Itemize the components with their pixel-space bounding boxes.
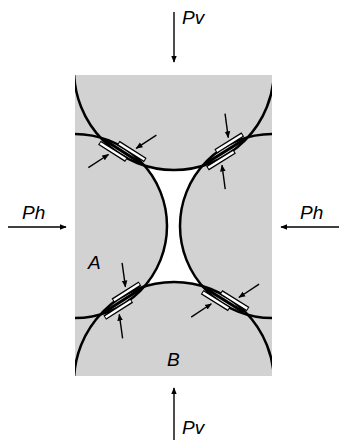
force-arrow xyxy=(191,304,211,317)
force-bar xyxy=(105,301,132,318)
load-label: Pv xyxy=(182,418,204,437)
load-label: Pv xyxy=(182,8,204,27)
force-bar xyxy=(208,152,233,168)
force-bar xyxy=(207,151,234,168)
grain xyxy=(75,282,272,376)
grain-outline xyxy=(75,75,272,170)
grain-label: A xyxy=(88,253,101,272)
force-arrow xyxy=(239,284,259,297)
load-label: Ph xyxy=(300,203,323,222)
force-arrow xyxy=(136,135,156,148)
force-arrow xyxy=(225,114,228,138)
force-arrow xyxy=(119,314,122,338)
load-label: Ph xyxy=(22,203,45,222)
force-bar xyxy=(114,284,139,300)
force-bar xyxy=(106,301,131,317)
load-arrow xyxy=(173,388,174,440)
grain-outline xyxy=(75,134,167,318)
force-arrow xyxy=(88,154,108,167)
load-arrow xyxy=(8,226,66,227)
grain-label: B xyxy=(167,350,180,369)
force-bar xyxy=(216,134,243,151)
force-arrow xyxy=(122,263,125,287)
load-arrow xyxy=(173,12,174,62)
grain-outline xyxy=(75,282,272,376)
load-arrow xyxy=(281,226,339,227)
force-arrow xyxy=(222,165,225,189)
force-bar xyxy=(113,284,140,301)
force-bar xyxy=(217,135,242,151)
grain-outline xyxy=(180,134,272,318)
